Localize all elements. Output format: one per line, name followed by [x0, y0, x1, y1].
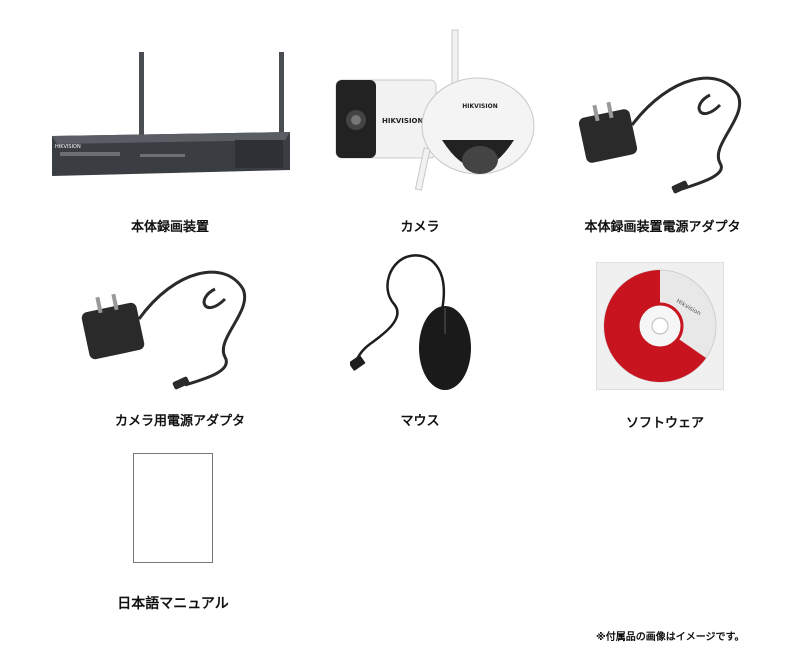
label-nvr-adapter: 本体録画装置電源アダプタ: [584, 220, 741, 235]
power-adapter-icon: [81, 270, 247, 390]
camera-brand-text: HIKVISION: [382, 117, 424, 125]
label-mouse: マウス: [400, 414, 440, 429]
label-camera-adapter: カメラ用電源アダプタ: [114, 414, 245, 429]
item-software: Hikvision: [596, 262, 724, 390]
manual-icon: [133, 453, 213, 563]
footnote: ※付属品の画像はイメージです。: [596, 632, 745, 643]
item-camera: HIKVISION HIKVISION: [330, 28, 540, 198]
nvr-brand-text: HIKVISION: [55, 144, 81, 150]
mouse-icon: [350, 254, 471, 390]
label-camera: カメラ: [400, 220, 440, 235]
power-adapter-icon: [578, 76, 742, 194]
nvr-recorder-icon: HIKVISION: [52, 52, 290, 176]
item-nvr: HIKVISION: [45, 40, 295, 190]
item-camera-adapter: [75, 255, 255, 395]
label-manual: 日本語マニュアル: [117, 596, 229, 612]
label-software: ソフトウェア: [625, 416, 704, 431]
label-nvr: 本体録画装置: [130, 220, 209, 235]
camera-pair-icon: HIKVISION HIKVISION: [335, 29, 535, 191]
software-cd-icon: Hikvision: [596, 262, 724, 390]
dome-brand-text: HIKVISION: [462, 103, 497, 110]
item-nvr-adapter: [570, 65, 750, 200]
item-manual: [133, 453, 213, 563]
item-mouse: [350, 248, 490, 398]
